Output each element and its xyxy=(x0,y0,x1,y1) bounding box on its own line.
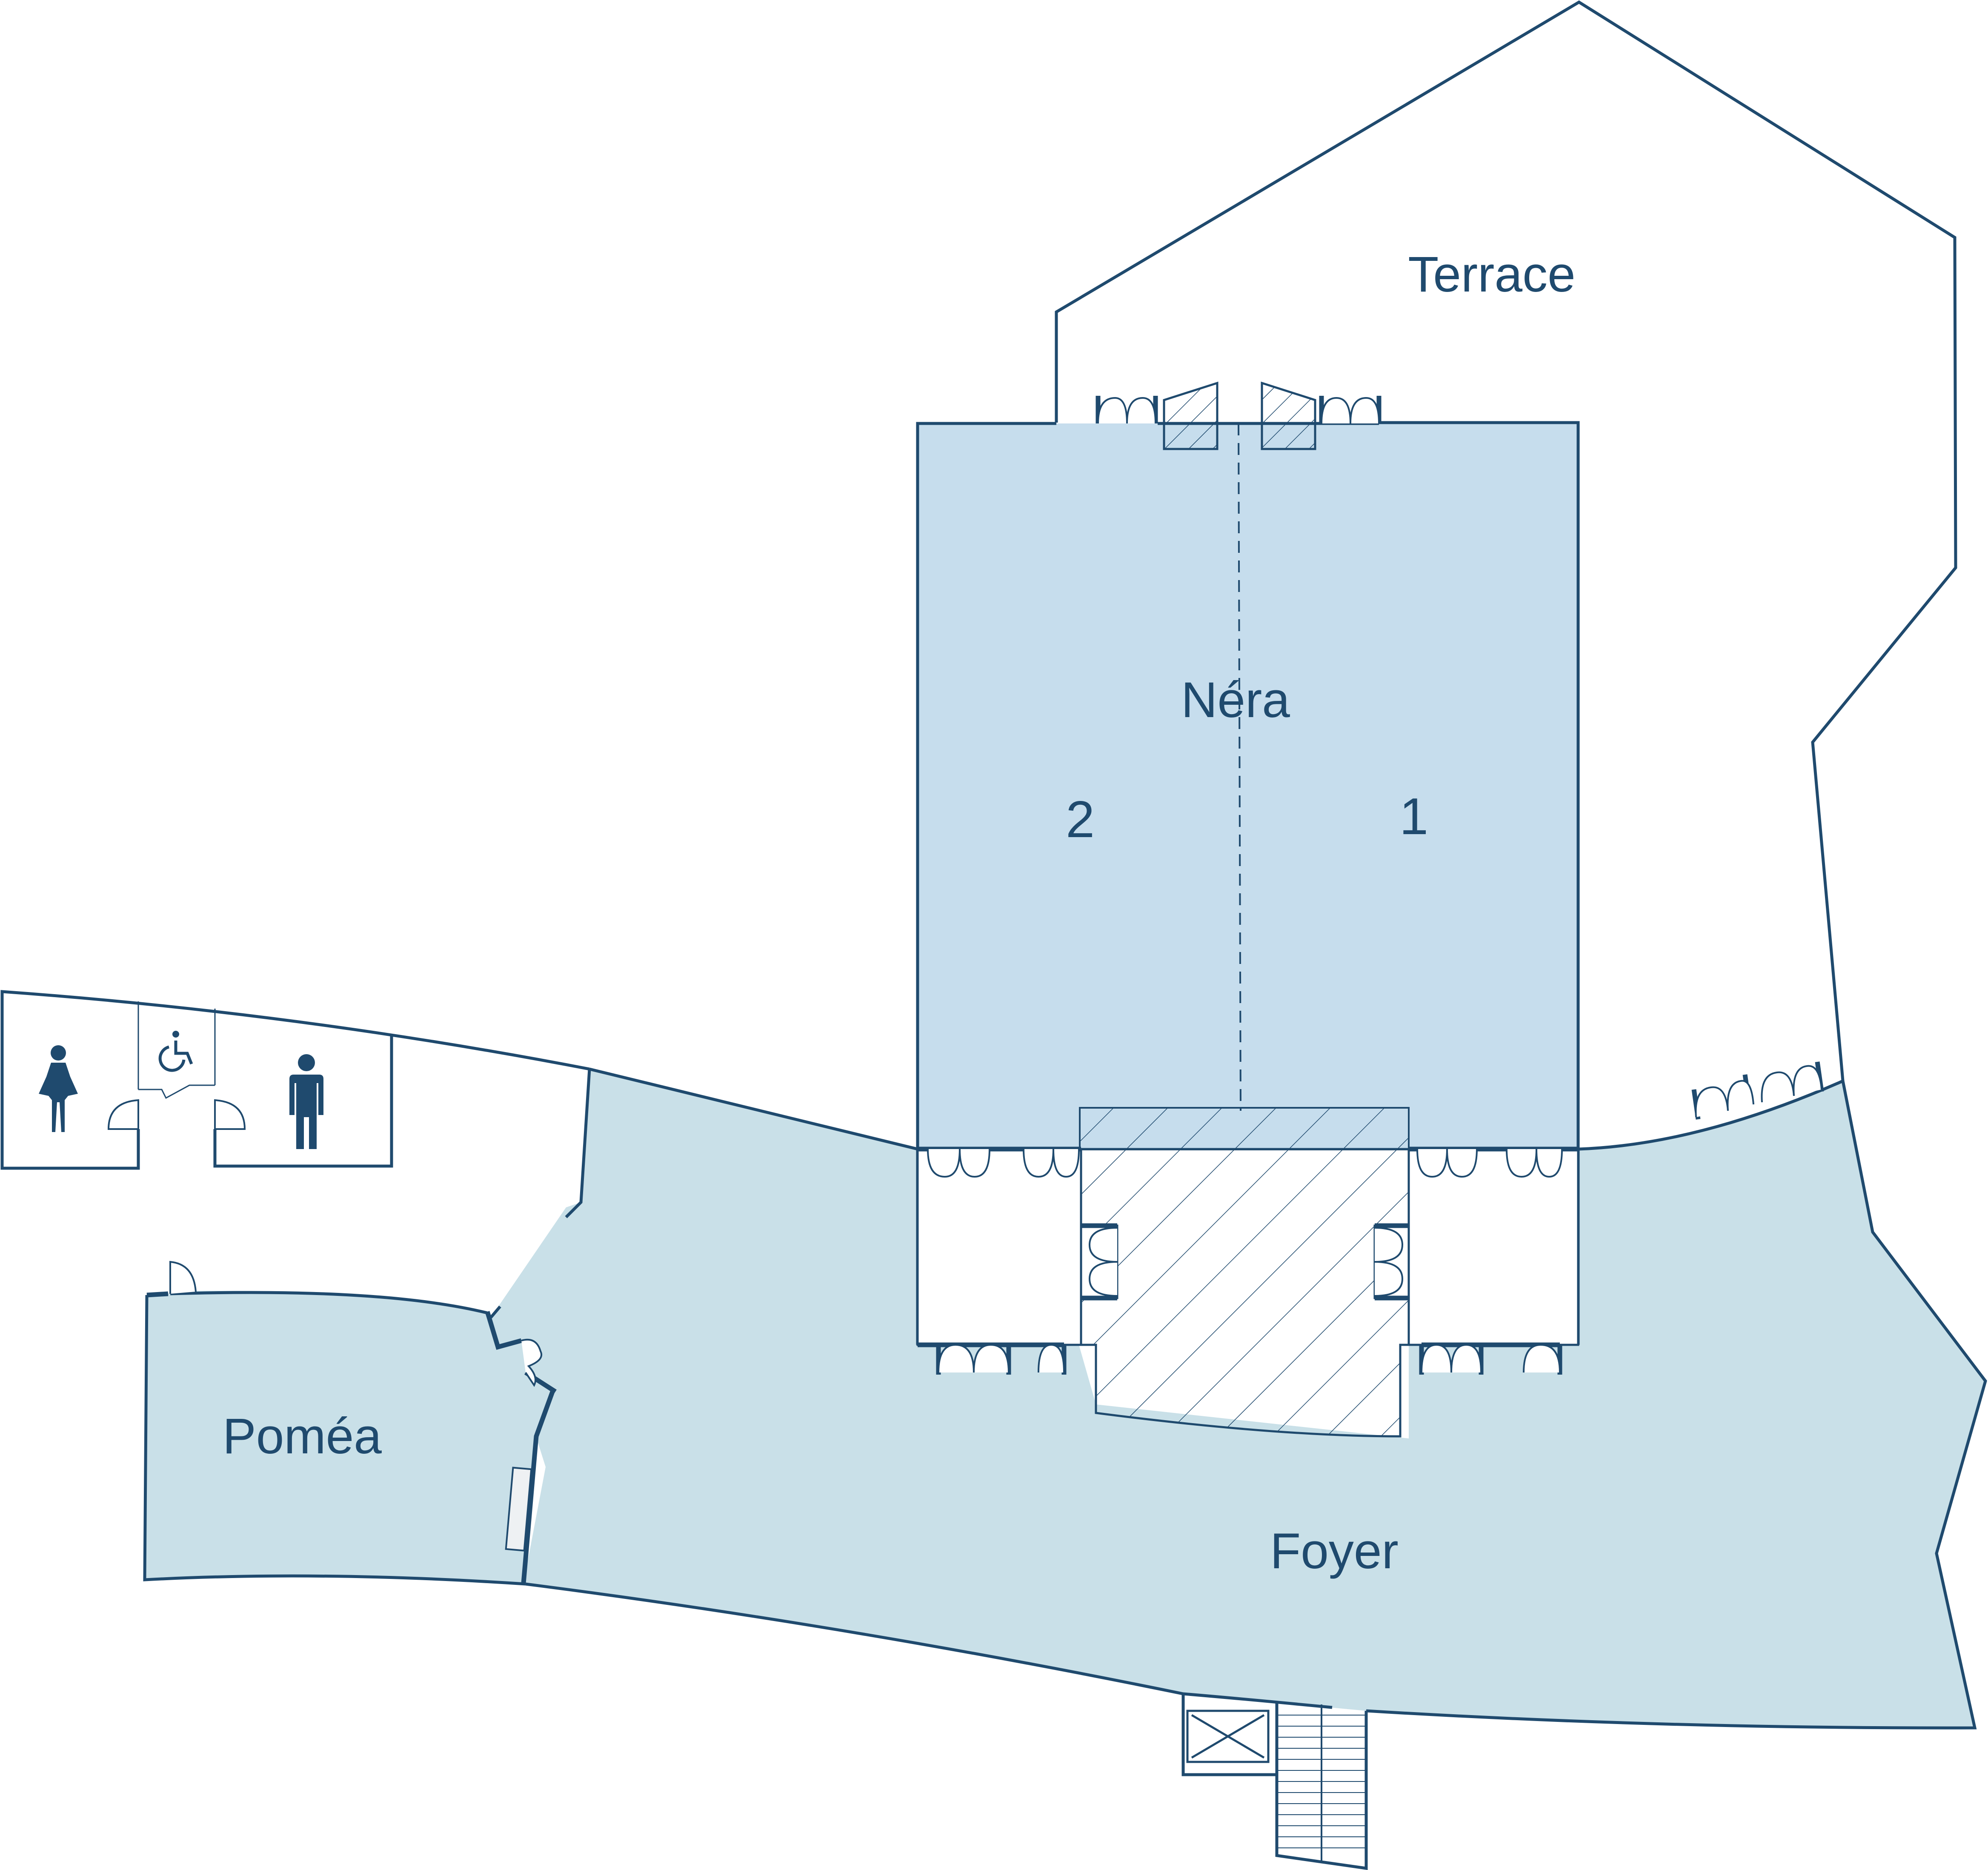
elevator-icon[interactable] xyxy=(1181,1694,1279,1776)
lobby-left[interactable] xyxy=(916,1148,1082,1346)
restrooms[interactable] xyxy=(0,990,590,1170)
foyer-label: Foyer xyxy=(1270,1523,1399,1579)
lobby-right[interactable] xyxy=(1407,1148,1579,1346)
terrace-area[interactable] xyxy=(1055,0,1957,1081)
nera-zone-1-label: 1 xyxy=(1399,787,1428,845)
nera-label: Néra xyxy=(1181,672,1290,728)
wheelchair-icon xyxy=(158,1031,193,1072)
lobby-foyer-doors[interactable] xyxy=(936,1344,1562,1375)
terrace-right-doors[interactable] xyxy=(1691,1061,1824,1120)
foyer-fill xyxy=(491,1069,1985,1728)
nera-lobby-doors[interactable] xyxy=(927,1149,1563,1178)
nera-fill xyxy=(918,423,1579,1149)
pomea-room[interactable] xyxy=(143,1261,557,1586)
service-core xyxy=(1079,1107,1410,1438)
core-side-doors[interactable] xyxy=(1081,1223,1409,1301)
terrace-label: Terrace xyxy=(1408,246,1575,303)
vestibule-left xyxy=(1163,381,1219,450)
vestibule-right xyxy=(1261,381,1316,450)
pomea-label: Poméa xyxy=(223,1408,382,1464)
nera-terrace-doors[interactable] xyxy=(1096,381,1382,450)
pomea-fill xyxy=(145,1290,545,1583)
partition-divider xyxy=(1238,423,1241,1111)
man-icon xyxy=(289,1054,323,1149)
foyer-area[interactable] xyxy=(489,1067,1987,1730)
pomea-partition xyxy=(505,1467,532,1552)
stairs-icon[interactable] xyxy=(1275,1702,1368,1870)
nera-zone-2-label: 2 xyxy=(1066,790,1095,848)
woman-icon xyxy=(39,1045,78,1132)
